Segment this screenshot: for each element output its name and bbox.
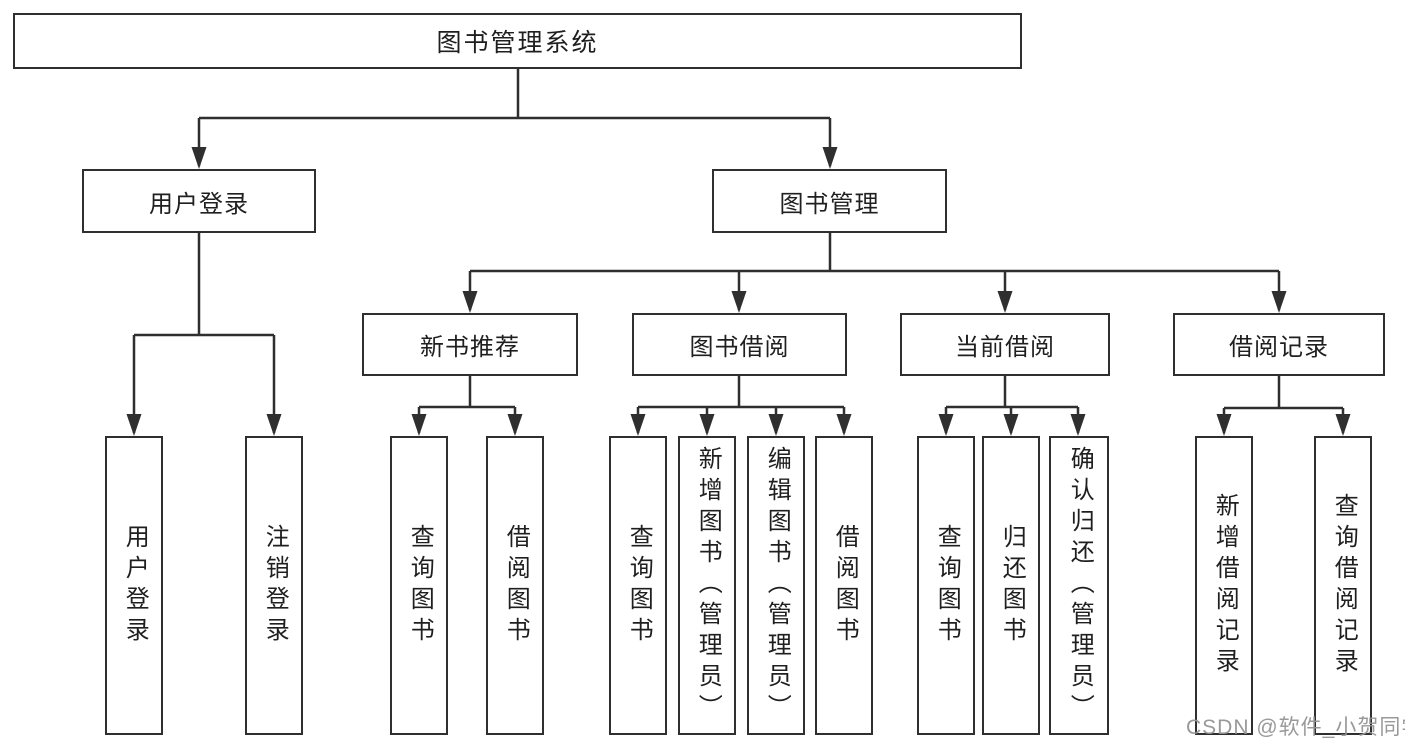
arrow-down-icon [1271, 291, 1287, 313]
arrow-down-icon [731, 291, 747, 313]
leaf-borrow-books: 借阅图书 [815, 436, 873, 735]
leaf-query-books-recommend: 查询图书 [390, 436, 448, 735]
connector-borrow-to-leaves [636, 376, 846, 433]
leaf-confirm-return-admin: 确认归还（管理员） [1049, 436, 1109, 735]
leaf-query-books-borrow: 查询图书 [609, 436, 667, 735]
leaf-logout: 注销登录 [245, 436, 303, 735]
arrow-down-icon [836, 414, 852, 436]
arrow-down-icon [630, 414, 646, 436]
connector-bookmgmt-to-level3 [468, 233, 1281, 310]
arrow-down-icon [768, 414, 784, 436]
connector-newbook-to-leaves [417, 376, 517, 433]
arrow-down-icon [411, 414, 427, 436]
leaf-user-login: 用户登录 [105, 436, 163, 735]
arrow-down-icon [1216, 414, 1232, 436]
arrow-down-icon [997, 291, 1013, 313]
leaf-add-books-admin: 新增图书（管理员） [678, 436, 736, 735]
node-borrow-records: 借阅记录 [1173, 313, 1385, 376]
leaf-borrow-books-recommend: 借阅图书 [486, 436, 544, 735]
watermark: CSDN @软件_小贺同学 [1186, 716, 1405, 739]
arrow-down-icon [1003, 414, 1019, 436]
node-new-book-recommend: 新书推荐 [362, 313, 578, 376]
node-current-borrow: 当前借阅 [900, 313, 1110, 376]
connector-root-to-level2 [197, 69, 832, 166]
node-user-login: 用户登录 [82, 169, 316, 233]
arrow-down-icon [822, 147, 838, 169]
arrow-down-icon [699, 414, 715, 436]
connector-userlogin-to-leaves [132, 233, 276, 433]
leaf-query-books-current: 查询图书 [917, 436, 975, 735]
arrow-down-icon [1070, 414, 1086, 436]
node-book-management: 图书管理 [712, 169, 947, 233]
arrow-down-icon [462, 291, 478, 313]
leaf-query-borrow-record: 查询借阅记录 [1314, 436, 1372, 735]
leaf-return-books: 归还图书 [982, 436, 1040, 735]
leaf-add-borrow-record: 新增借阅记录 [1195, 436, 1253, 735]
arrow-down-icon [507, 414, 523, 436]
arrow-down-icon [126, 414, 142, 436]
arrow-down-icon [191, 147, 207, 169]
node-book-borrow: 图书借阅 [632, 313, 847, 376]
connector-records-to-leaves [1222, 376, 1345, 433]
leaf-edit-books-admin: 编辑图书（管理员） [747, 436, 805, 735]
arrow-down-icon [266, 414, 282, 436]
arrow-down-icon [938, 414, 954, 436]
arrow-down-icon [1335, 414, 1351, 436]
node-library-management-system: 图书管理系统 [13, 13, 1022, 69]
